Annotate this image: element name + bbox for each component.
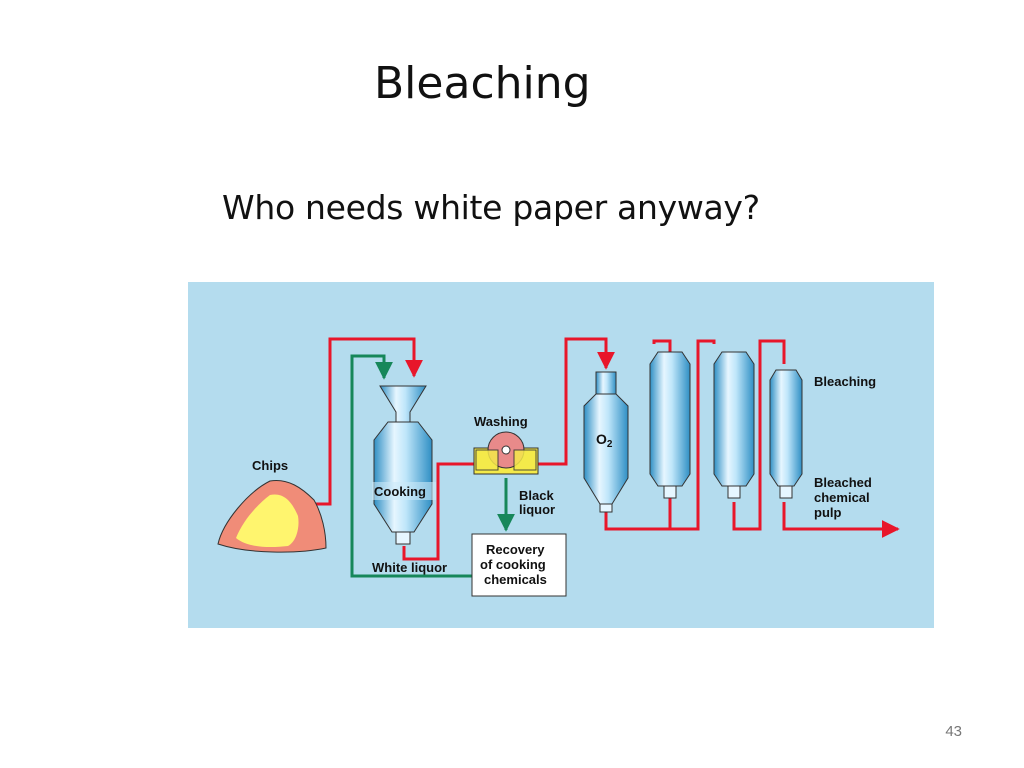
black-liquor-label-line1: Black xyxy=(519,488,554,503)
chips-label: Chips xyxy=(252,458,288,473)
bleached-pulp-label-line3: pulp xyxy=(814,505,841,520)
slide-title: Bleaching xyxy=(374,58,591,109)
bleaching-tower-1 xyxy=(649,351,691,499)
chips-pile xyxy=(217,479,327,553)
black-liquor-label-line2: liquor xyxy=(519,502,555,517)
oxygen-reactor xyxy=(583,371,629,513)
bleached-pulp-label-line2: chemical xyxy=(814,490,870,505)
o2-label: O2 xyxy=(596,431,613,450)
bleaching-tower-3 xyxy=(769,369,803,499)
recovery-label-line2: of cooking xyxy=(480,557,546,572)
recovery-label-line3: chemicals xyxy=(484,572,547,587)
bleached-pulp-label-line1: Bleached xyxy=(814,475,872,490)
bleaching-label: Bleaching xyxy=(814,374,876,389)
cooking-label-box xyxy=(372,482,436,500)
recovery-label-line1: Recovery xyxy=(486,542,545,557)
bleaching-process-diagram: Chips Cooking White liquor Washing Black… xyxy=(188,282,934,628)
recovery-box xyxy=(471,533,567,597)
o2-label-subscript: 2 xyxy=(607,439,613,450)
bleaching-tower-2 xyxy=(713,351,755,499)
washer xyxy=(473,431,539,475)
cooking-digester xyxy=(373,385,433,545)
slide-subtitle: Who needs white paper anyway? xyxy=(222,188,760,227)
liquor-flow-lines xyxy=(350,354,515,578)
cooking-label: Cooking xyxy=(374,484,426,499)
washing-label: Washing xyxy=(474,414,528,429)
page-number: 43 xyxy=(945,723,962,740)
o2-label-main: O xyxy=(596,431,607,447)
white-liquor-label: White liquor xyxy=(372,560,447,575)
